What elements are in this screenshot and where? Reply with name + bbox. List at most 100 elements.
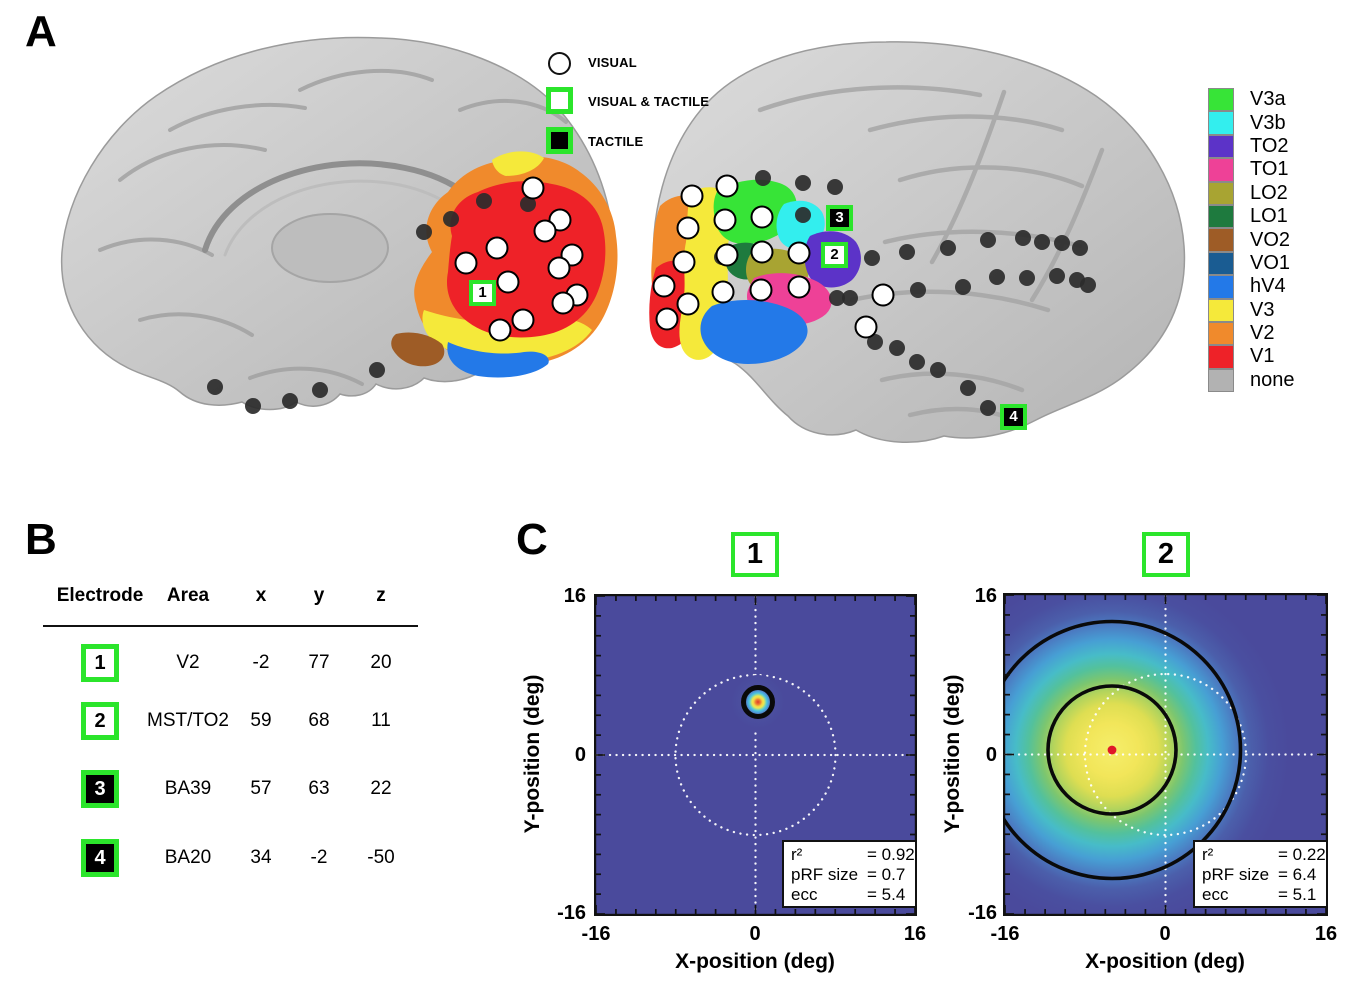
area-label: VO1	[1250, 251, 1291, 274]
plot2-ytick-top: 16	[974, 585, 997, 607]
table-electrode-marker-4: 4	[81, 839, 119, 877]
tactile-electrode	[312, 382, 328, 398]
tactile-electrode	[955, 279, 971, 295]
area-swatch-V3b	[1208, 111, 1234, 135]
tactile-electrode	[1049, 268, 1065, 284]
tactile-electrode	[827, 179, 843, 195]
visual-electrode	[485, 236, 509, 260]
tactile-electrode	[960, 380, 976, 396]
plot1-ytick-top: 16	[563, 585, 586, 607]
plot2-title: 2	[1142, 532, 1190, 577]
area-legend-item-V1: V1	[1208, 345, 1295, 369]
panel-a-brains	[60, 36, 1186, 443]
plot2-ytick-bottom: -16	[968, 902, 997, 924]
visual-electrode	[547, 256, 571, 280]
plot1-ytick-mid: 0	[574, 744, 586, 766]
table-cell-y: 63	[308, 778, 330, 799]
tactile-electrode	[1019, 270, 1035, 286]
area-swatch-VO2	[1208, 228, 1234, 252]
area-swatch-LO2	[1208, 181, 1234, 205]
plot2-xtick-right: 16	[1314, 923, 1338, 945]
stats-row: ecc= 5.4	[791, 885, 915, 905]
stat-label: r²	[1202, 845, 1214, 864]
visual-electrode	[655, 307, 679, 331]
stat-label: r²	[791, 845, 803, 864]
visual-electrode	[454, 251, 478, 275]
area-swatch-V3	[1208, 298, 1234, 322]
visual-electrode	[750, 205, 774, 229]
table-cell-area: BA20	[164, 847, 212, 868]
panel-b-label: B	[25, 515, 57, 564]
tactile-electrode	[1034, 234, 1050, 250]
tactile-electrode	[282, 393, 298, 409]
visual-electrode	[652, 274, 676, 298]
tactile-electrode	[369, 362, 385, 378]
plot1-prf-contour	[741, 685, 775, 719]
tactile-electrode	[989, 269, 1005, 285]
electrode-marker-2: 2	[821, 242, 848, 268]
area-swatch-VO1	[1208, 251, 1234, 276]
area-legend-item-hV4: hV4	[1208, 275, 1295, 299]
tactile-electrode	[980, 232, 996, 248]
area-swatch-V3a	[1208, 88, 1234, 112]
table-cell-z: 11	[371, 710, 391, 731]
table-header-y: y	[313, 585, 325, 606]
table-cell-x: 34	[250, 847, 272, 868]
brain-lateral-view	[649, 41, 1186, 443]
table-cell-y: 68	[308, 710, 330, 731]
area-label: LO1	[1250, 205, 1288, 228]
visual-electrode	[854, 315, 878, 339]
area-label: LO2	[1250, 181, 1288, 204]
visual-electrode-dots	[454, 174, 895, 342]
tactile-electrode	[1072, 240, 1088, 256]
stat-value: = 0.92	[867, 845, 915, 864]
table-header-area: Area	[166, 585, 210, 606]
electrode-marker-1: 1	[469, 280, 496, 306]
visual-tactile-marker-icon	[546, 87, 573, 114]
table-header-rule	[43, 625, 418, 627]
table-cell-x: 59	[250, 710, 272, 731]
tactile-marker-icon	[546, 127, 573, 154]
table-header-z: z	[376, 585, 386, 606]
tactile-electrode	[980, 400, 996, 416]
table-electrode-marker-2: 2	[81, 702, 119, 740]
electrode-marker-3: 3	[826, 205, 853, 231]
tactile-electrode	[829, 290, 845, 306]
visual-electrode	[676, 216, 700, 240]
visual-electrode	[533, 219, 557, 243]
plot2-ytick-mid: 0	[985, 744, 997, 766]
visual-electrode	[496, 270, 520, 294]
area-label: V3	[1250, 298, 1275, 321]
area-legend-item-none: none	[1208, 368, 1295, 393]
area-swatch-hV4	[1208, 275, 1234, 299]
area-legend-item-VO1: VO1	[1208, 251, 1295, 276]
stat-label: pRF size	[1202, 865, 1270, 884]
table-cell-x: 57	[250, 778, 272, 799]
tactile-electrode	[207, 379, 223, 395]
tactile-electrode	[476, 193, 492, 209]
visual-electrode	[672, 250, 696, 274]
tactile-electrode	[842, 290, 858, 306]
plot1-yaxis-label: Y-position (deg)	[521, 674, 544, 834]
table-cell-area: BA39	[164, 778, 212, 799]
table-electrode-marker-3: 3	[81, 770, 119, 808]
visual-electrode	[488, 318, 512, 342]
table-header-x: x	[255, 585, 267, 606]
tactile-electrode	[795, 175, 811, 191]
tactile-electrode	[940, 240, 956, 256]
area-label: V3a	[1250, 88, 1286, 111]
tactile-electrode	[864, 250, 880, 266]
plot1-xaxis-label: X-position (deg)	[675, 950, 835, 973]
stat-label: ecc	[1202, 885, 1229, 904]
area-legend-item-V3a: V3a	[1208, 88, 1295, 112]
area-label: TO1	[1250, 158, 1289, 181]
visual-electrode	[521, 176, 545, 200]
visual-electrode	[680, 184, 704, 208]
prf-plot-2	[1003, 593, 1328, 916]
plot1-xtick-mid: 0	[749, 923, 761, 945]
tactile-electrode	[245, 398, 261, 414]
tactile-electrode	[889, 340, 905, 356]
plot1-xtick-left: -16	[581, 923, 611, 945]
